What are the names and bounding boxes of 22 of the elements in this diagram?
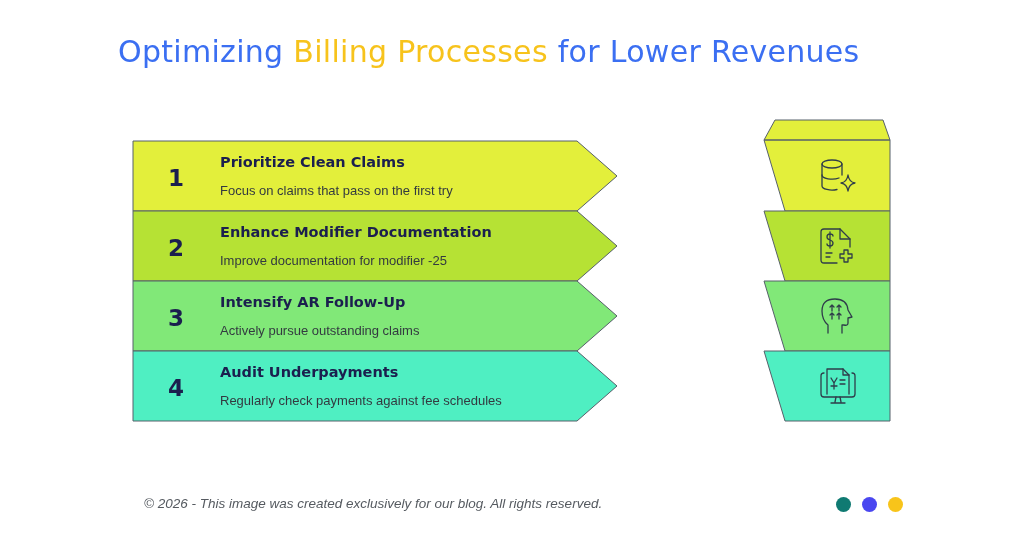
step-number: 4 [167,375,185,401]
step-title: Audit Underpayments [220,363,399,382]
step-description: Actively pursue outstanding claims [220,323,420,339]
copyright-note: © 2026 - This image was created exclusively for our blog. All rights reserved. [144,495,603,513]
step-number: 2 [167,235,185,261]
step-title: Enhance Modifier Documentation [220,223,492,242]
step-description: Focus on claims that pass on the first try [220,183,453,199]
chevron-step [133,281,617,351]
icon-tile [764,351,890,421]
icon-tile [764,120,890,211]
step-title: Prioritize Clean Claims [220,153,405,172]
icon-tile [764,281,890,351]
step-number: 3 [167,305,185,331]
chevron-step [133,141,617,211]
icon-tile [764,211,890,281]
step-description: Regularly check payments against fee schedules [220,393,502,409]
step-number: 1 [167,165,185,191]
diagram-title: Optimizing Billing Processes for Lower Revenues [118,33,860,71]
step-title: Intensify AR Follow-Up [220,293,406,312]
chevron-step [133,351,617,421]
step-description: Improve documentation for modifier -25 [220,253,447,269]
chevron-step [133,211,617,281]
